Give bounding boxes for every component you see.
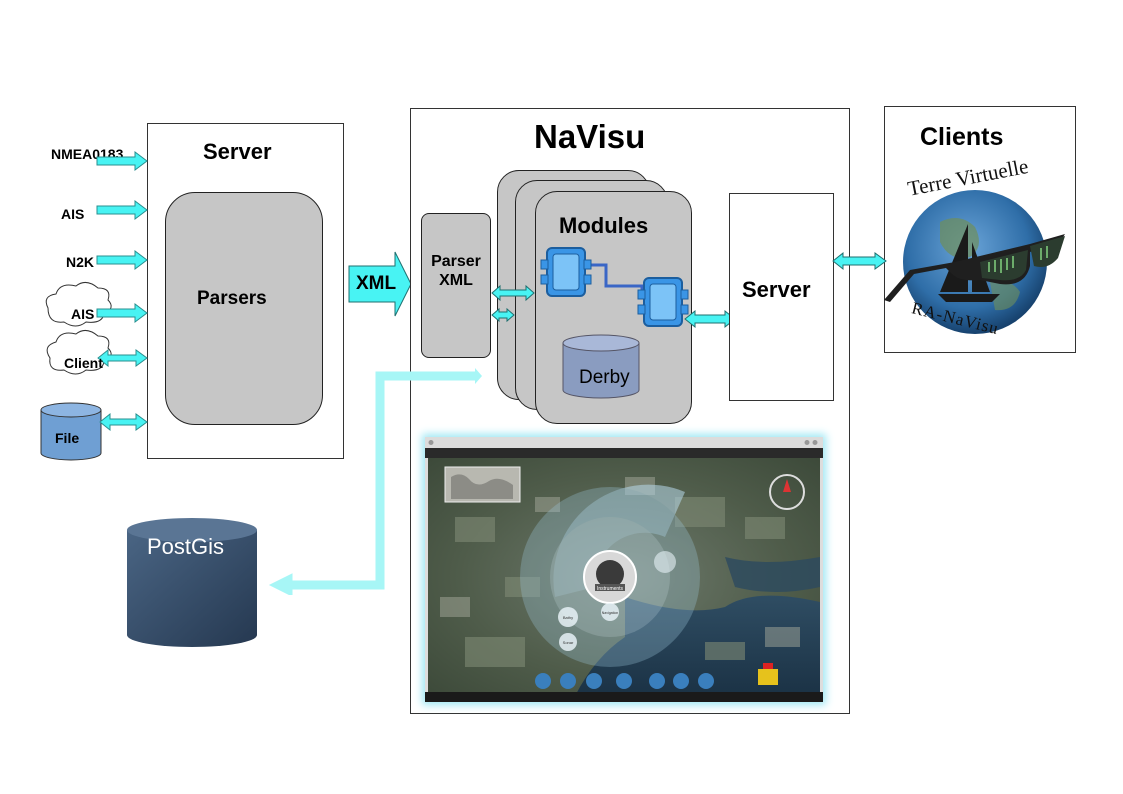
ra-navisu-logo: [884, 190, 1065, 334]
postgis-cylinder: [127, 518, 257, 647]
client-double-arrow: [97, 348, 148, 368]
parser-modules-arrow-2: [491, 307, 515, 323]
derby-cylinder: [562, 334, 640, 399]
module-icon-2: [637, 277, 689, 327]
sonar-label: Sonar: [563, 640, 574, 645]
client-cloud: [46, 330, 112, 375]
file-label: File: [55, 430, 80, 446]
left-server-title: Server: [203, 139, 272, 164]
file-double-arrow: [99, 412, 148, 432]
derby-label: Derby: [579, 367, 630, 388]
instruments-label: Instruments: [597, 586, 624, 592]
parser-xml-label: Parser XML: [431, 253, 481, 289]
xml-arrow-label: XML: [356, 273, 397, 294]
ais-arrow: [96, 200, 148, 220]
ais-label: AIS: [61, 206, 85, 222]
app-screenshot: Instruments Bathy Sonar Navigation: [425, 437, 823, 702]
navisu-server-box: [729, 193, 834, 401]
server-clients-arrow: [832, 251, 887, 271]
toolbar-buttons: [535, 673, 714, 689]
xml-arrow: [348, 251, 412, 317]
parser-modules-arrow-1: [491, 284, 535, 302]
bathy-label: Bathy: [563, 615, 573, 620]
ais-cloud-arrow: [96, 303, 148, 323]
postgis-label: PostGis: [147, 534, 225, 559]
navisu-graphics: [491, 247, 736, 399]
parser-xml-box: [421, 213, 491, 358]
left-inputs-graphics: [40, 151, 148, 461]
n2k-arrow: [96, 250, 148, 270]
navisu-server-label: Server: [742, 277, 811, 302]
module-icon-1: [540, 247, 592, 297]
n2k-label: N2K: [66, 254, 95, 270]
modules-server-arrow: [684, 309, 736, 329]
file-cylinder: [40, 402, 102, 461]
client-cloud-label: Client: [64, 355, 103, 371]
navisu-title: NaVisu: [534, 118, 646, 155]
clients-title: Clients: [920, 123, 1004, 151]
parsers-box: [165, 192, 323, 425]
app-screenshot-art: Instruments Bathy Sonar Navigation: [425, 437, 823, 702]
module-connector: [591, 263, 644, 297]
nmea-arrow: [96, 151, 148, 171]
parsers-label: Parsers: [197, 288, 267, 309]
modules-title: Modules: [559, 213, 649, 238]
ais-cloud: [45, 282, 112, 327]
postgis-connector-arrow: [268, 368, 482, 595]
ais-cloud-label: AIS: [71, 306, 95, 322]
navigation-label: Navigation: [602, 611, 619, 615]
